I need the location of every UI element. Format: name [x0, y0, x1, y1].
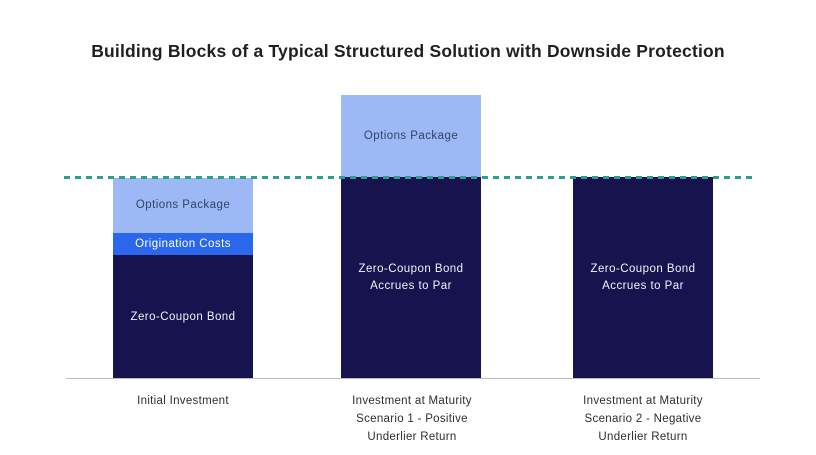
bar-maturity-scenario-1: Options Package Zero-Coupon Bond Accrues…	[341, 95, 481, 379]
category-label-scenario-2: Investment at Maturity Scenario 2 - Nega…	[583, 395, 703, 443]
segment-options-package: Options Package	[341, 95, 481, 177]
bar-initial-investment: Options Package Origination Costs Zero-C…	[113, 178, 253, 379]
segment-origination-costs: Origination Costs	[113, 233, 253, 255]
segment-label: Options Package	[363, 129, 459, 142]
segment-zero-coupon-bond: Zero-Coupon Bond	[113, 255, 253, 379]
segment-options-package: Options Package	[113, 178, 253, 233]
segment-zero-coupon-bond-accrues: Zero-Coupon Bond Accrues to Par	[573, 177, 713, 379]
par-level-dashed-line	[64, 176, 757, 179]
segment-label: Origination Costs	[135, 237, 231, 250]
segment-label: Options Package	[135, 199, 231, 211]
segment-label: Zero-Coupon Bond Accrues to Par	[358, 263, 464, 292]
x-axis-line	[66, 378, 760, 379]
segment-zero-coupon-bond-accrues: Zero-Coupon Bond Accrues to Par	[341, 177, 481, 379]
category-label-initial-investment: Initial Investment	[137, 395, 229, 407]
segment-label: Zero-Coupon Bond Accrues to Par	[590, 263, 696, 292]
segment-label: Zero-Coupon Bond	[130, 310, 236, 323]
category-label-scenario-1: Investment at Maturity Scenario 1 - Posi…	[352, 395, 472, 443]
chart-title: Building Blocks of a Typical Structured …	[91, 41, 725, 61]
bar-maturity-scenario-2: Zero-Coupon Bond Accrues to Par	[573, 177, 713, 379]
